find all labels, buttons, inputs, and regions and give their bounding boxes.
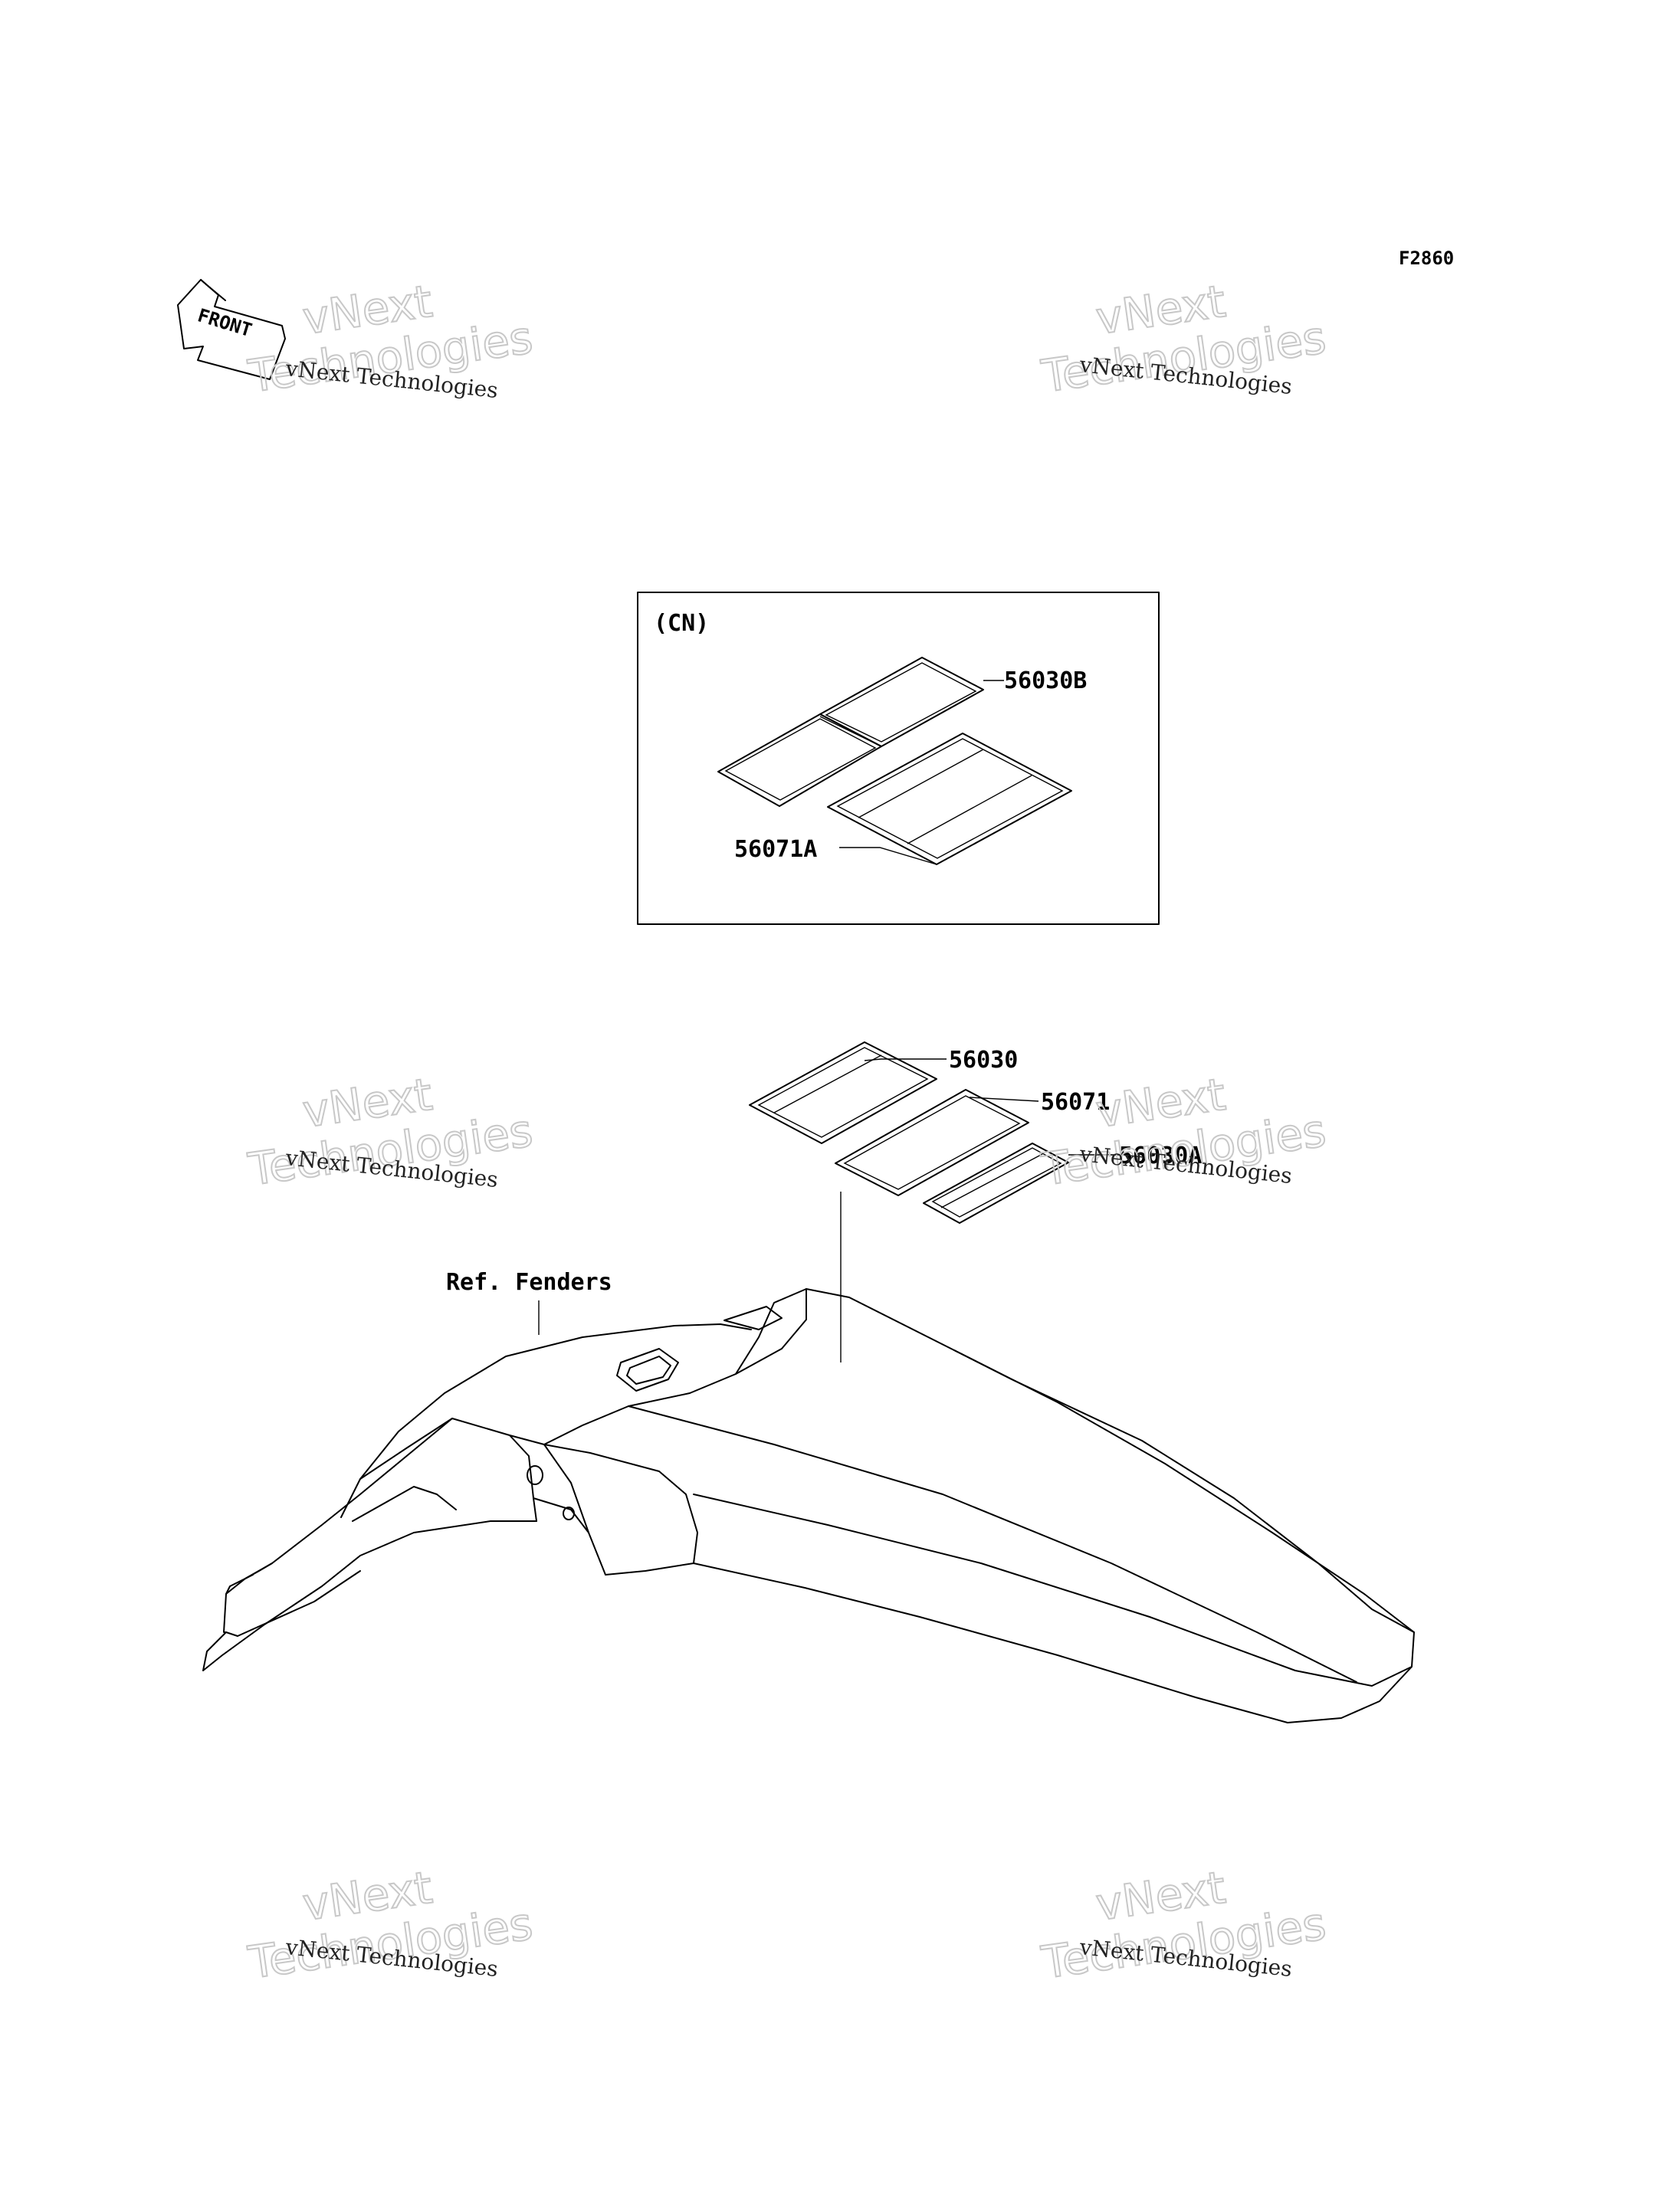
inset-cn: (CN) 56030B 56071A <box>637 592 1160 925</box>
rear-fender <box>202 1288 1415 1723</box>
label-56071: 56071 <box>1041 1089 1110 1116</box>
decal-56071A <box>827 733 1072 865</box>
label-56030B: 56030B <box>1004 667 1087 694</box>
decal-56030 <box>749 1041 937 1144</box>
leader-56071 <box>969 1097 1039 1102</box>
diagram-code: F2860 <box>1399 248 1454 269</box>
decal-56071 <box>835 1089 1029 1196</box>
leader-56071A <box>839 847 937 865</box>
inset-frame <box>637 592 1160 925</box>
inset-title: (CN) <box>654 610 709 637</box>
decal-56030A <box>923 1143 1069 1224</box>
label-56030A: 56030A <box>1119 1143 1202 1169</box>
label-56071A: 56071A <box>734 836 817 863</box>
decal-56030B <box>717 657 984 807</box>
reference-fenders: Ref. Fenders <box>446 1269 612 1296</box>
leader-56030 <box>864 1058 947 1061</box>
label-56030: 56030 <box>949 1047 1018 1074</box>
